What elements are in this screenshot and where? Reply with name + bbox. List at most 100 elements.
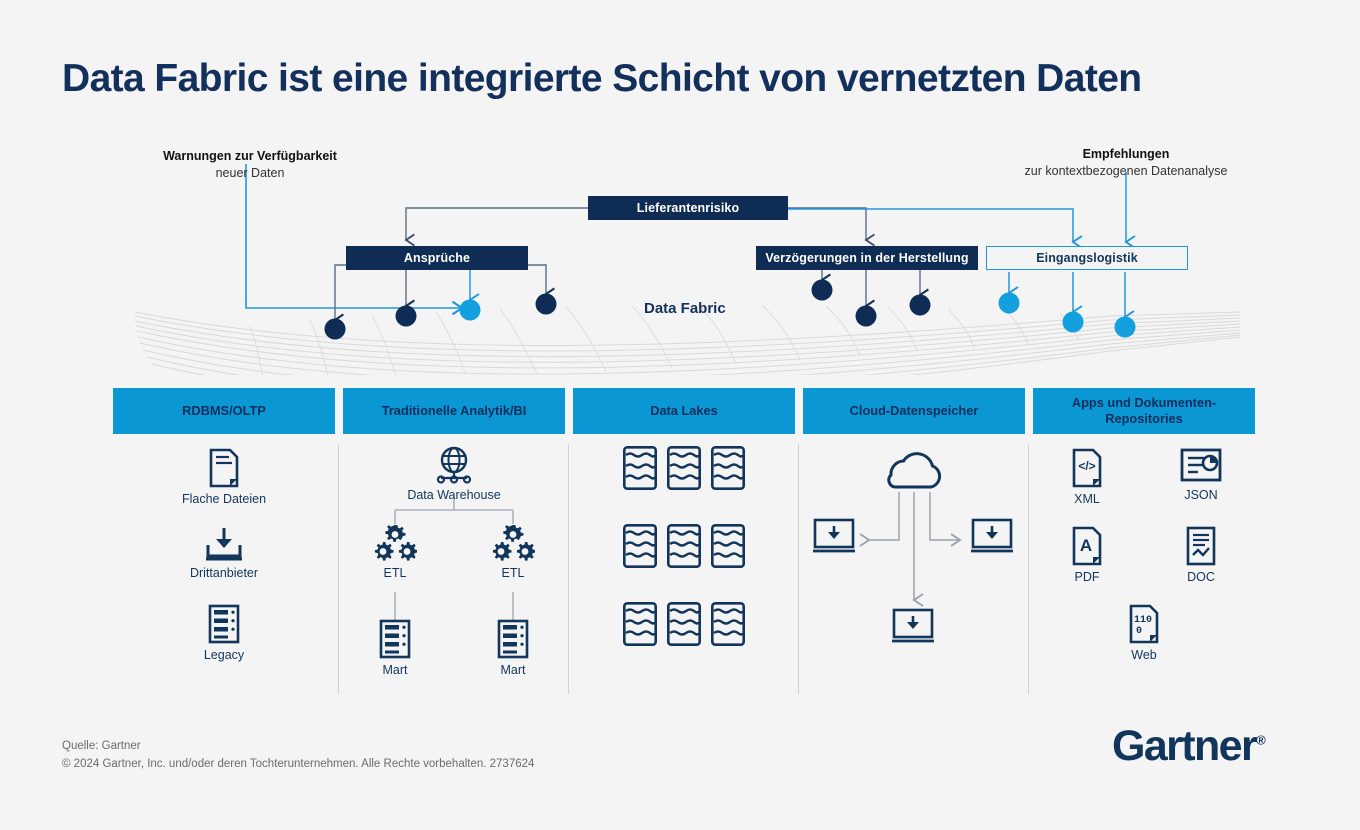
item-web-label: Web [1131,648,1157,662]
item-mart-left[interactable]: Mart [355,619,435,677]
box-lieferantenrisiko[interactable]: Lieferantenrisiko [588,196,788,220]
flow-anspruche-node4 [528,264,546,294]
item-json[interactable]: JSON [1161,448,1241,502]
item-mart-right[interactable]: Mart [473,619,553,677]
fabric-mesh [134,311,1241,375]
box-verzoegerungen[interactable]: Verzögerungen in der Herstellung [756,246,978,270]
flow-lieferantenrisiko-to-anspruche [406,207,588,240]
box-eingangslogistik[interactable]: Eingangslogistik [986,246,1188,270]
fabric-node [1062,311,1084,333]
page-title: Data Fabric ist eine integrierte Schicht… [62,57,1142,100]
fabric-node [395,305,417,327]
server-rack-icon [379,619,411,659]
gartner-logo: Gartner® [1112,722,1266,771]
fabric-node [998,292,1020,314]
annotation-recommendations-title: Empfehlungen [1082,147,1170,161]
flow-lieferantenrisiko-to-eingangslogistik [788,208,1073,242]
flow-lieferantenrisiko-to-verzoegerungen [788,207,866,240]
box-verzoegerungen-label: Verzögerungen in der Herstellung [765,251,969,265]
footer-copyright: © 2024 Gartner, Inc. und/oder deren Toch… [62,757,535,770]
column-header-rdbms-oltp[interactable]: RDBMS/OLTP [113,388,335,434]
column-header-apps-repositories[interactable]: Apps und Dokumenten-Repositories [1033,388,1255,434]
column-body-cloud-datenspeicher [803,434,1025,700]
fabric-node [1114,316,1136,338]
server-rack-icon [208,604,240,644]
fabric-node [535,293,557,315]
column-divider [338,444,339,694]
footer-source: Quelle: Gartner [62,740,141,752]
column-header-cloud-datenspeicher[interactable]: Cloud-Datenspeicher [803,388,1025,434]
column-rdbms-oltp: RDBMS/OLTP Flache Dateien [113,388,335,700]
laptop-download-icon [811,518,857,553]
column-cloud-datenspeicher: Cloud-Datenspeicher [803,388,1025,700]
flow-anspruche-node1 [335,264,347,320]
box-anspruche-label: Ansprüche [403,251,471,265]
footer: Quelle: Gartner © 2024 Gartner, Inc. und… [62,738,534,774]
gears-icon [492,525,535,561]
globe-network-icon [436,446,472,484]
item-legacy-label: Legacy [203,648,245,662]
item-mart-left-label: Mart [382,663,408,677]
item-data-warehouse[interactable]: Data Warehouse [404,446,504,502]
item-etl-left-label: ETL [383,566,407,580]
annotation-warnings-title: Warnungen zur Verfügbarkeit [163,149,337,163]
cloud-distribution-diagram [811,452,1015,643]
item-drittanbieter-label: Drittanbieter [189,566,259,580]
json-chart-icon [1180,448,1222,482]
box-anspruche[interactable]: Ansprüche [346,246,528,270]
annotation-warnings: Warnungen zur Verfügbarkeit neuer Daten [150,148,350,182]
item-drittanbieter[interactable]: Drittanbieter [174,526,274,580]
box-lieferantenrisiko-label: Lieferantenrisiko [636,201,740,215]
item-flache-dateien[interactable]: Flache Dateien [174,448,274,506]
code-file-icon: </> [1072,448,1102,488]
svg-text:110: 110 [1134,615,1152,626]
item-etl-left[interactable]: ETL [355,524,435,580]
server-rack-icon [497,619,529,659]
item-doc[interactable]: DOC [1161,526,1241,584]
item-web[interactable]: 110 0 Web [1104,604,1184,662]
annotation-recommendations-sub: zur kontextbezogenen Datenanalyse [1024,163,1228,178]
item-data-warehouse-label: Data Warehouse [407,488,501,502]
data-fabric-label: Data Fabric [644,300,726,317]
gartner-logo-text: Gartner [1112,722,1258,770]
item-json-label: JSON [1184,488,1218,502]
item-pdf-label: PDF [1074,570,1100,584]
fabric-node [459,299,481,321]
item-mart-right-label: Mart [500,663,526,677]
cloud-icon [887,452,942,489]
annotation-warnings-sub: neuer Daten [215,165,285,180]
column-divider [568,444,569,694]
laptop-download-icon [890,608,936,643]
column-traditionelle-analytik: Traditionelle Analytik/BI [343,388,565,700]
column-header-data-lakes[interactable]: Data Lakes [573,388,795,434]
item-legacy[interactable]: Legacy [174,604,274,662]
analytics-tree-connectors [394,496,514,620]
column-data-lakes: Data Lakes [573,388,795,700]
item-pdf[interactable]: A PDF [1047,526,1127,584]
pdf-file-icon: A [1072,526,1102,566]
column-body-traditionelle-analytik: Data Warehouse ETL [343,434,565,700]
column-body-apps-repositories: </> XML JSON [1033,434,1255,700]
fabric-node [855,305,877,327]
annotation-recommendations: Empfehlungen zur kontextbezogenen Datena… [1010,146,1242,180]
laptop-download-icon [969,518,1015,553]
item-etl-right-label: ETL [501,566,525,580]
svg-text:</>: </> [1078,459,1095,473]
doc-file-icon [1186,526,1216,566]
svg-text:0: 0 [1136,626,1142,637]
fabric-nodes [324,279,1136,340]
item-xml-label: XML [1074,492,1100,506]
fabric-node [909,294,931,316]
registered-trademark-icon: ® [1256,732,1266,748]
column-body-data-lakes [573,434,795,700]
item-etl-right[interactable]: ETL [473,524,553,580]
item-xml[interactable]: </> XML [1047,448,1127,506]
column-header-traditionelle-analytik[interactable]: Traditionelle Analytik/BI [343,388,565,434]
item-doc-label: DOC [1187,570,1215,584]
box-eingangslogistik-label: Eingangslogistik [1036,251,1138,265]
file-lines-icon [209,448,239,488]
fabric-node [811,279,833,301]
svg-text:A: A [1080,536,1092,555]
fabric-mesh-cross [249,304,1079,375]
